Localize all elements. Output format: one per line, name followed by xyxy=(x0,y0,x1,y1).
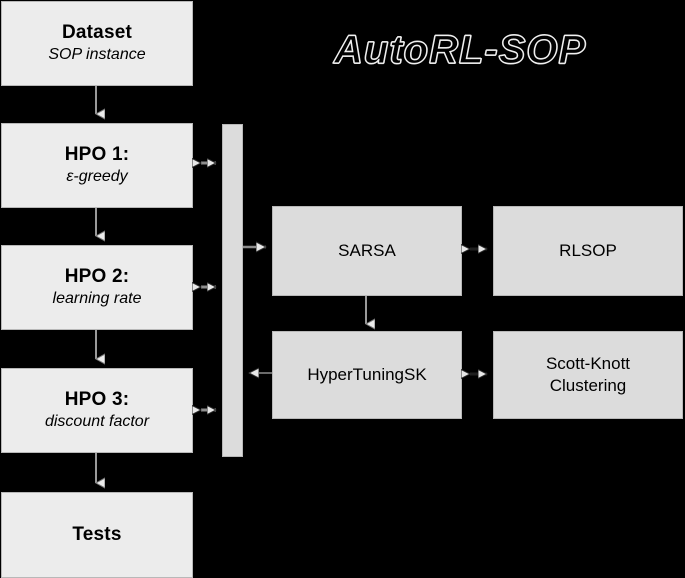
node-hpo-2-subtitle: learning rate xyxy=(52,290,142,308)
node-scott-knott-line-1: Scott-Knott xyxy=(545,353,631,373)
diagram-title: AutoRL-SOP xyxy=(333,27,587,72)
node-hpo-3-title: HPO 3: xyxy=(64,388,130,410)
node-sarsa[interactable]: SARSA xyxy=(272,206,462,296)
node-dataset-title: Dataset xyxy=(61,21,133,43)
node-tests-title: Tests xyxy=(72,523,122,545)
node-hpo-1-title: HPO 1: xyxy=(64,143,130,165)
node-hpo-1[interactable]: HPO 1: ε-greedy xyxy=(1,123,193,208)
node-hpo-3-subtitle: discount factor xyxy=(44,413,150,431)
node-tests[interactable]: Tests xyxy=(1,492,193,578)
node-hpo-2-title: HPO 2: xyxy=(64,265,130,287)
node-hpo-2[interactable]: HPO 2: learning rate xyxy=(1,245,193,330)
node-dataset[interactable]: Dataset SOP instance xyxy=(1,1,193,86)
node-rlsop[interactable]: RLSOP xyxy=(493,206,683,296)
node-dataset-subtitle: SOP instance xyxy=(48,46,146,64)
node-scott-knott-clustering[interactable]: Scott-Knott Clustering xyxy=(493,331,683,419)
node-hpo-1-subtitle: ε-greedy xyxy=(66,168,128,186)
node-sarsa-label: SARSA xyxy=(338,240,396,260)
node-hpo-3[interactable]: HPO 3: discount factor xyxy=(1,368,193,453)
orchestration-bar[interactable] xyxy=(222,124,243,457)
node-hypertuningsk[interactable]: HyperTuningSK xyxy=(272,331,462,419)
node-hypertuningsk-label: HyperTuningSK xyxy=(307,364,427,384)
node-scott-knott-line-2: Clustering xyxy=(549,376,627,395)
node-rlsop-label: RLSOP xyxy=(559,240,617,260)
